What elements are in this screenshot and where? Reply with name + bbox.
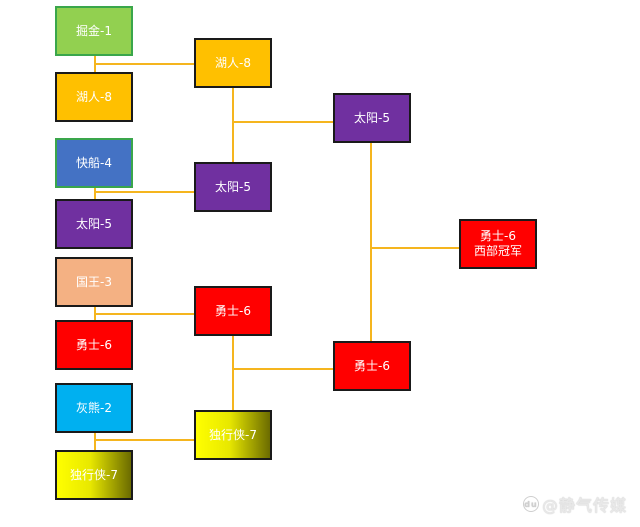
connector — [94, 313, 195, 315]
connector — [370, 247, 460, 249]
baidu-paw-icon: du — [523, 496, 539, 512]
team-node-round2-2[interactable]: 勇士-6 — [194, 286, 272, 336]
team-label: 太阳-5 — [215, 179, 251, 194]
team-node-round3-1[interactable]: 勇士-6 — [333, 341, 411, 391]
team-label: 独行侠-7 — [209, 427, 257, 442]
watermark: du @静气传媒 — [523, 492, 627, 516]
team-label: 勇士-6 — [215, 303, 251, 318]
team-label: 快船-4 — [76, 155, 112, 170]
team-node-round1-5[interactable]: 勇士-6 — [55, 320, 133, 370]
team-label: 国王-3 — [76, 274, 112, 289]
champion-node[interactable]: 勇士-6 西部冠军 — [459, 219, 537, 269]
connector — [94, 191, 195, 193]
connector — [232, 336, 234, 410]
connector — [232, 88, 234, 162]
team-node-round3-0[interactable]: 太阳-5 — [333, 93, 411, 143]
team-label: 独行侠-7 — [70, 467, 118, 482]
team-node-round2-1[interactable]: 太阳-5 — [194, 162, 272, 212]
team-label: 湖人-8 — [215, 55, 251, 70]
team-node-round1-4[interactable]: 国王-3 — [55, 257, 133, 307]
team-label: 太阳-5 — [76, 216, 112, 231]
connector — [370, 143, 372, 342]
connector — [232, 121, 334, 123]
champion-title-label: 西部冠军 — [473, 244, 522, 258]
champion-team-label: 勇士-6 — [480, 229, 516, 243]
team-label: 湖人-8 — [76, 89, 112, 104]
team-node-round1-3[interactable]: 太阳-5 — [55, 199, 133, 249]
team-label: 勇士-6 — [354, 358, 390, 373]
team-label: 掘金-1 — [76, 23, 112, 38]
team-node-round1-0[interactable]: 掘金-1 — [55, 6, 133, 56]
connector — [94, 187, 96, 200]
connector — [94, 432, 96, 451]
connector — [94, 63, 195, 65]
team-node-round2-0[interactable]: 湖人-8 — [194, 38, 272, 88]
connector — [232, 368, 334, 370]
team-node-round1-2[interactable]: 快船-4 — [55, 138, 133, 188]
team-node-round1-6[interactable]: 灰熊-2 — [55, 383, 133, 433]
connector — [94, 439, 195, 441]
team-label: 灰熊-2 — [76, 400, 112, 415]
team-node-round2-3[interactable]: 独行侠-7 — [194, 410, 272, 460]
team-node-round1-1[interactable]: 湖人-8 — [55, 72, 133, 122]
watermark-text: @静气传媒 — [542, 496, 628, 515]
team-node-round1-7[interactable]: 独行侠-7 — [55, 450, 133, 500]
team-label: 勇士-6 — [76, 337, 112, 352]
team-label: 太阳-5 — [354, 110, 390, 125]
